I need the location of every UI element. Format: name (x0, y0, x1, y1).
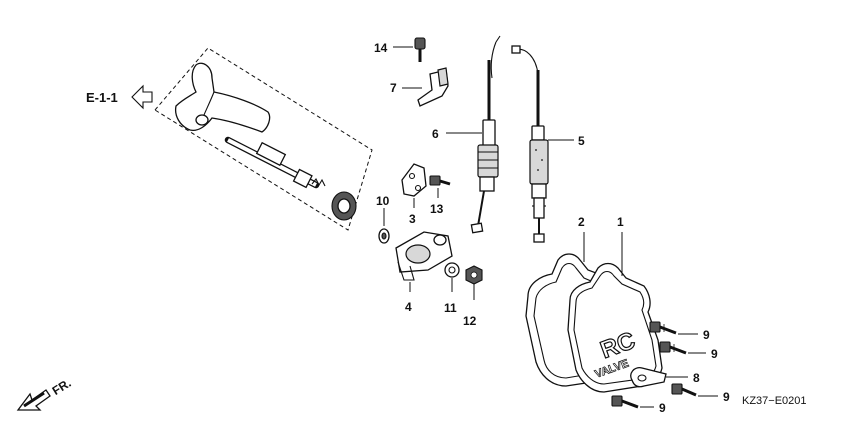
valve-arm (174, 62, 271, 133)
reference-label: E-1-1 (86, 90, 118, 105)
callout-9-lower-right: 9 (723, 390, 730, 404)
callout-9-middle: 9 (711, 347, 718, 361)
bolt-9-middle (659, 341, 687, 355)
callout-14: 14 (374, 41, 388, 55)
callout-11: 11 (444, 301, 457, 315)
collar-11 (444, 262, 460, 278)
callout-13: 13 (430, 202, 444, 216)
bolt-9-lower-left (611, 395, 639, 409)
callout-8: 8 (693, 371, 700, 385)
washer-10 (378, 228, 390, 244)
front-label: FR. (50, 376, 74, 398)
drawing-code: KZ37−E0201 (742, 395, 807, 407)
nut-12 (465, 265, 483, 285)
callout-12: 12 (463, 314, 477, 328)
callout-2: 2 (578, 215, 585, 229)
bolt-13 (429, 175, 451, 186)
control-cable-6 (470, 35, 501, 234)
control-cable-5 (511, 45, 549, 243)
callout-3: 3 (409, 212, 416, 226)
assembly-dashed-box (154, 47, 373, 231)
callout-4: 4 (405, 300, 412, 314)
valve-shaft (224, 136, 326, 189)
callout-9-lower-left: 9 (659, 401, 666, 415)
cable-clamp-8 (630, 367, 667, 388)
callout-1: 1 (617, 215, 624, 229)
reference-arrow (131, 84, 153, 110)
callout-10: 10 (376, 194, 390, 208)
callout-6: 6 (432, 127, 439, 141)
callout-7: 7 (390, 81, 397, 95)
rc-valve-cover-1: RC VALVE (567, 262, 663, 393)
cable-pulley-4 (395, 231, 453, 281)
callout-9-upper: 9 (703, 328, 710, 342)
bolt-9-upper (649, 321, 677, 335)
bolt-9-lower-right (671, 383, 697, 397)
front-direction-arrow (16, 389, 51, 411)
lever-plate-3 (401, 163, 427, 197)
bolt-14 (414, 37, 426, 62)
callout-5: 5 (578, 134, 585, 148)
bracket-7 (417, 67, 449, 107)
oil-seal (331, 191, 357, 221)
